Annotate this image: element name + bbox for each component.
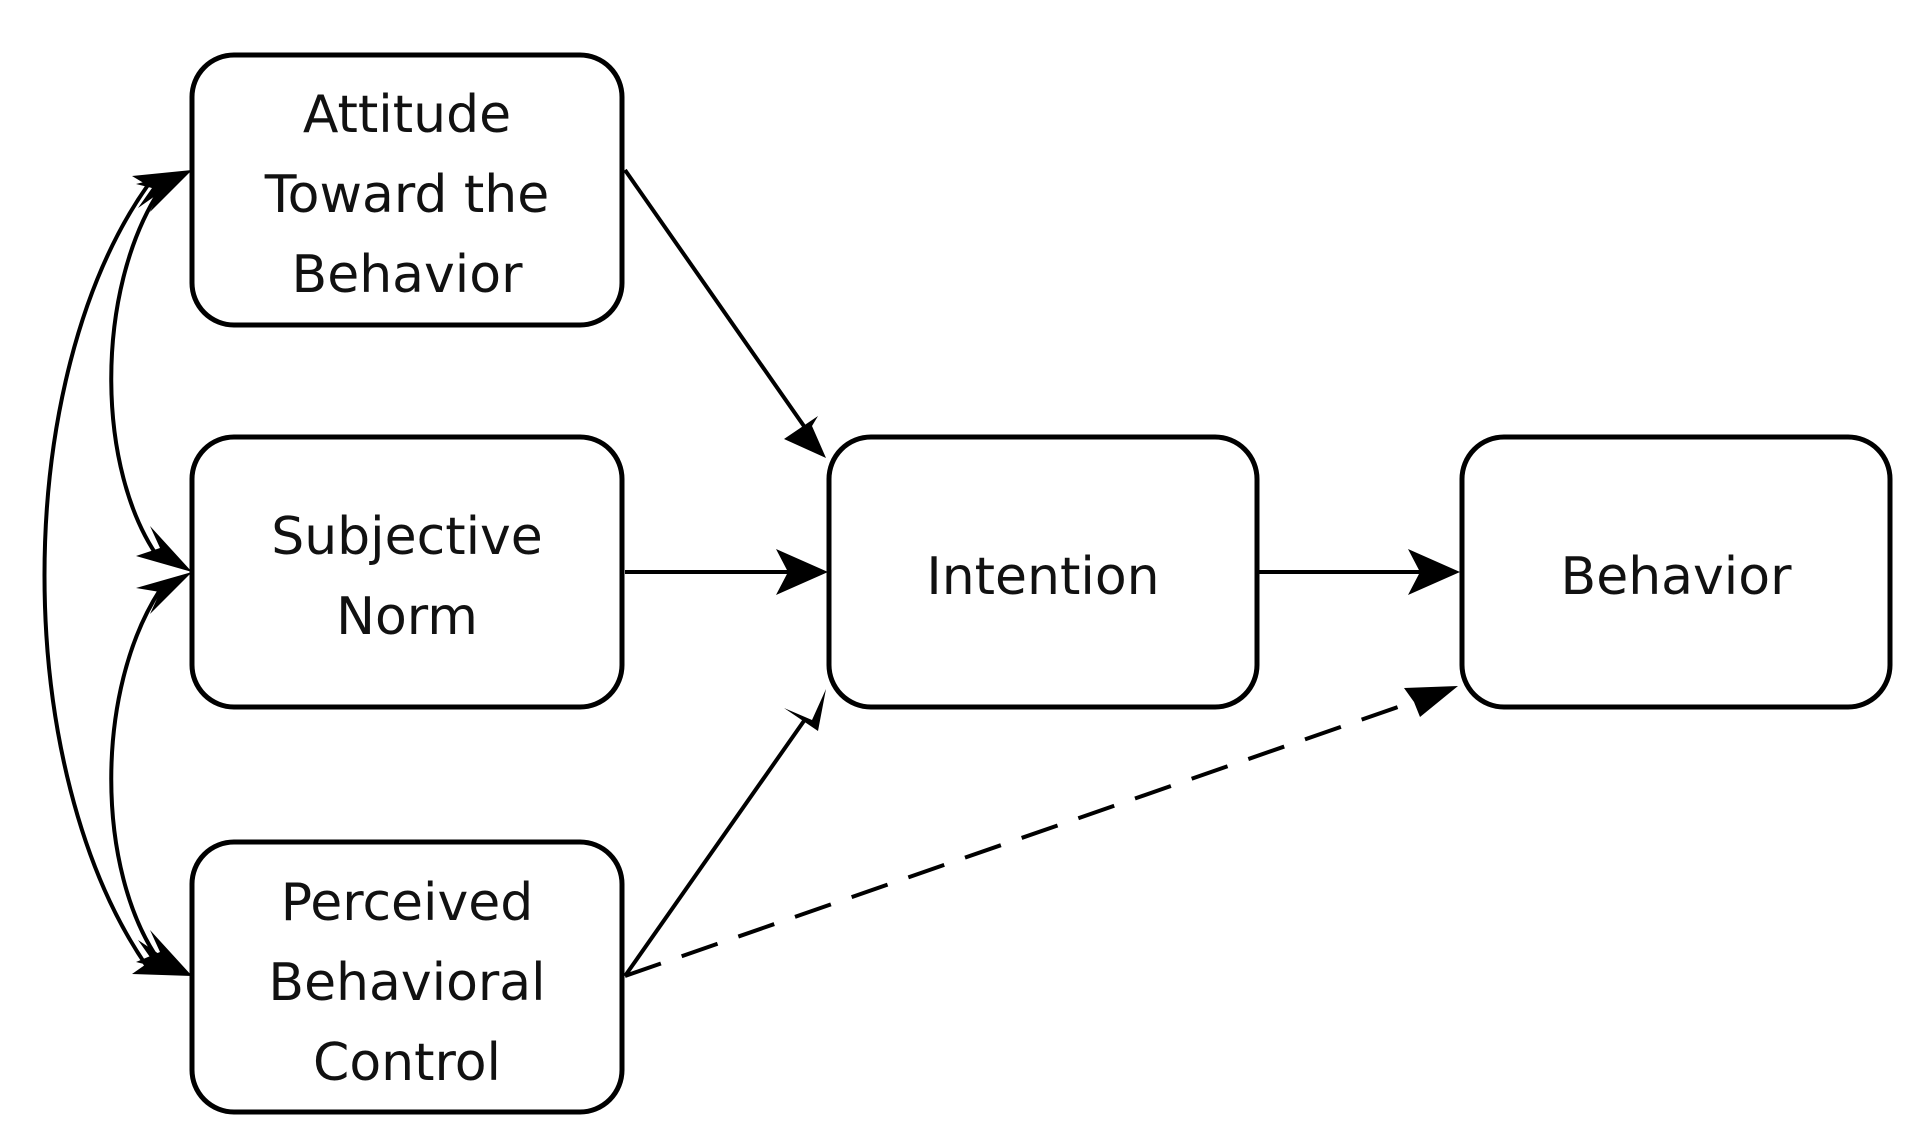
node-attitude-line-2: Toward the (264, 165, 549, 225)
node-perceived-control: Perceived Behavioral Control (189, 839, 625, 1115)
node-perceived-control-box (189, 839, 625, 1115)
arrowhead-attitude-from-control (132, 170, 192, 208)
arrowhead-norm-from-attitude (136, 526, 192, 572)
node-perceived-control-line-1: Perceived (281, 873, 534, 933)
node-behavior-box (1459, 434, 1893, 710)
arrowhead-attitude-to-intention (784, 416, 826, 458)
node-intention-label: Intention (926, 547, 1159, 607)
node-subjective-norm-line-1: Subjective (271, 507, 543, 567)
node-behavior: Behavior (1459, 434, 1893, 710)
node-attitude-line-3: Behavior (292, 245, 524, 305)
arrowhead-control-to-intention (784, 689, 826, 731)
node-attitude-box (189, 52, 625, 328)
node-intention: Intention (826, 434, 1260, 710)
node-subjective-norm: Subjective Norm (189, 434, 625, 710)
node-perceived-control-line-3: Control (313, 1033, 501, 1093)
arrowhead-norm-to-intention (776, 549, 828, 595)
node-attitude-line-1: Attitude (303, 85, 511, 145)
edge-norm-control-curve (109, 588, 162, 964)
arrowhead-intention-to-behavior (1408, 549, 1460, 595)
edge-attitude-to-intention (623, 168, 808, 431)
edge-attitude-control-curve (42, 183, 150, 970)
arrowhead-control-from-attitude (132, 940, 192, 976)
node-subjective-norm-line-2: Norm (336, 587, 478, 647)
edge-control-to-behavior-dashed (624, 698, 1419, 978)
node-subjective-norm-box (189, 434, 625, 710)
edge-attitude-norm-curve (109, 188, 162, 562)
arrowhead-norm-from-control (136, 572, 192, 614)
node-behavior-label: Behavior (1561, 547, 1793, 607)
node-intention-box (826, 434, 1260, 710)
edges (42, 168, 1460, 978)
node-attitude: Attitude Toward the Behavior (189, 52, 625, 328)
node-perceived-control-line-2: Behavioral (268, 953, 545, 1013)
edge-control-to-intention (623, 716, 808, 978)
arrowhead-control-to-behavior (1404, 686, 1458, 717)
